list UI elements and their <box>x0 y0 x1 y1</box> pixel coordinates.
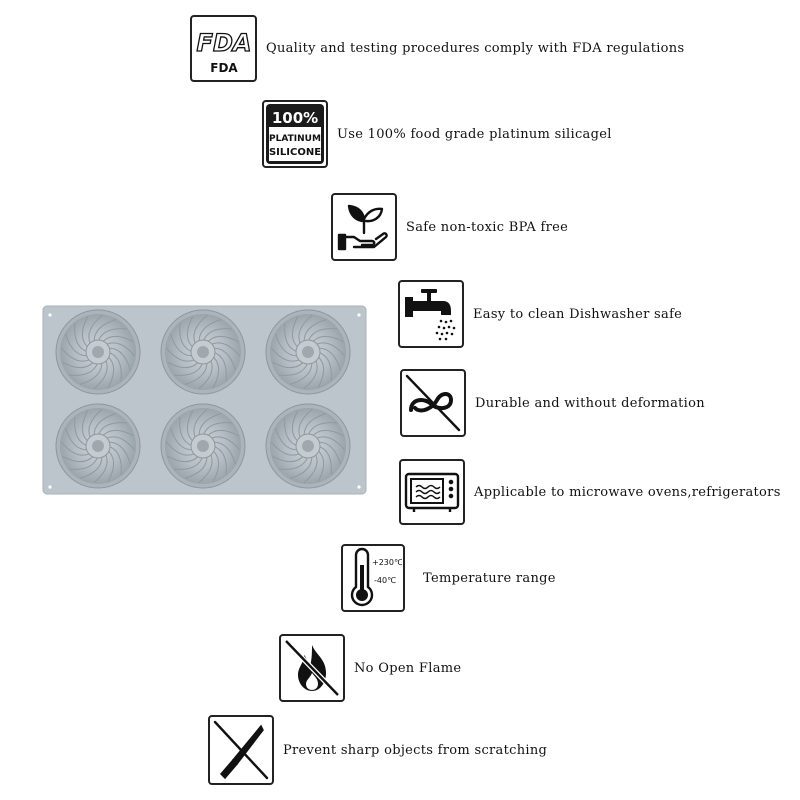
no-deformation-icon <box>400 369 466 437</box>
feature-platinum-silicone: 100% PLATINUM SILICONE Use 100% food gra… <box>262 100 612 168</box>
no-knife-icon <box>208 715 274 785</box>
svg-text:SILICONE: SILICONE <box>269 147 321 158</box>
feature-dishwasher: Easy to clean Dishwasher safe <box>398 280 682 348</box>
feature-temperature: +230℃ -40℃ Temperature range <box>341 544 556 612</box>
fda-icon: FDA FDA <box>190 15 257 82</box>
feature-label-platinum: Use 100% food grade platinum silicagel <box>337 126 612 142</box>
mold-cavity <box>265 309 351 395</box>
faucet-icon <box>398 280 464 348</box>
feature-bpa-free: Safe non-toxic BPA free <box>331 193 568 261</box>
thermometer-icon: +230℃ -40℃ <box>341 544 405 612</box>
feature-label-temperature: Temperature range <box>423 570 556 586</box>
microwave-icon <box>399 459 465 525</box>
mold-cavity <box>55 403 141 489</box>
mold-cavity <box>265 403 351 489</box>
feature-label-no-knife: Prevent sharp objects from scratching <box>283 742 548 758</box>
feature-no-knife: Prevent sharp objects from scratching <box>208 715 547 785</box>
feature-label-fda: Quality and testing procedures comply wi… <box>266 41 685 56</box>
feature-fda: FDA FDA Quality and testing procedures c… <box>190 15 684 82</box>
no-flame-icon <box>279 634 345 702</box>
feature-label-bpa: Safe non-toxic BPA free <box>406 219 569 235</box>
leaf-hand-icon <box>331 193 397 261</box>
feature-label-no-flame: No Open Flame <box>354 660 462 676</box>
feature-label-durable: Durable and without deformation <box>475 395 705 411</box>
feature-no-flame: No Open Flame <box>279 634 461 702</box>
svg-text:FDA: FDA <box>210 61 238 75</box>
mold-cavity <box>55 309 141 395</box>
feature-durable: Durable and without deformation <box>400 369 705 437</box>
svg-text:100%: 100% <box>272 109 318 127</box>
feature-label-microwave: Applicable to microwave ovens,refrigerat… <box>474 484 781 500</box>
mold-cavity <box>160 309 246 395</box>
svg-text:-40℃: -40℃ <box>374 576 396 585</box>
silicone-mold-image <box>42 305 367 495</box>
svg-text:PLATINUM: PLATINUM <box>269 134 321 144</box>
svg-text:FDA: FDA <box>196 29 251 57</box>
feature-microwave: Applicable to microwave ovens,refrigerat… <box>399 459 781 525</box>
feature-label-dishwasher: Easy to clean Dishwasher safe <box>473 306 683 322</box>
svg-text:+230℃: +230℃ <box>372 558 402 567</box>
mold-cavity <box>160 403 246 489</box>
platinum-silicone-icon: 100% PLATINUM SILICONE <box>262 100 328 168</box>
